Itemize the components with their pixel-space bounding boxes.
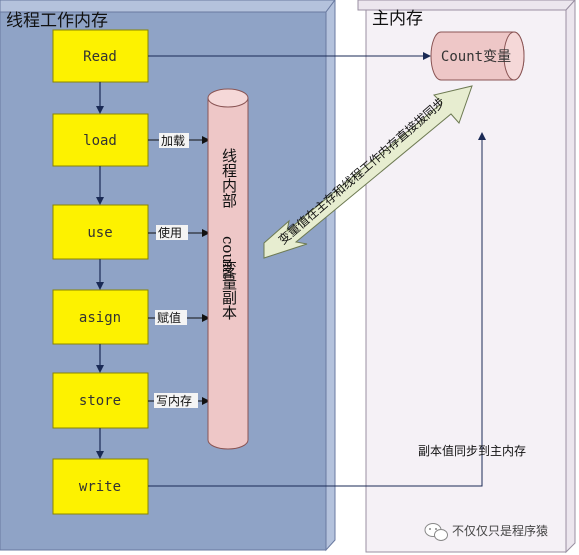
main-count-cylinder: Count变量 — [430, 31, 525, 81]
operation-label: Read — [83, 49, 117, 65]
operation-load: load — [52, 113, 149, 167]
main-count-label: Count变量 — [441, 49, 511, 65]
edge-label-use: 使用 — [158, 225, 182, 240]
edge-label-store: 写内存 — [156, 394, 192, 408]
flow-arrows — [96, 82, 104, 459]
watermark-label: 不仅仅只是程序猿 — [452, 523, 548, 538]
edge-label-asign: 赋值 — [157, 310, 181, 325]
operation-read: Read — [52, 29, 149, 83]
write-to-main-arrow — [148, 132, 486, 487]
edge-load: 加载 — [148, 133, 210, 148]
edge-label-load: 加载 — [161, 134, 185, 148]
operation-label: store — [79, 393, 121, 409]
read-to-main-arrow — [148, 52, 431, 60]
operation-write: write — [52, 458, 149, 515]
main-memory-panel: 主内存 — [357, 0, 576, 554]
thread-copy-cylinder: 线程内部 count 变量副本 — [207, 88, 249, 450]
thread-copy-label: 线程内部 — [220, 148, 238, 208]
write-note-label: 副本值同步到主内存 — [418, 443, 526, 458]
left-panel-front — [0, 11, 327, 551]
left-panel-title: 线程工作内存 — [6, 11, 108, 31]
operation-store: store — [52, 372, 149, 429]
operation-label: load — [83, 133, 117, 149]
thread-working-memory-panel: 线程工作内存 — [0, 0, 336, 552]
wechat-icon — [424, 523, 448, 541]
edge-asign: 赋值 — [148, 310, 210, 325]
left-panel-side-face — [325, 0, 336, 552]
right-panel-side-face — [565, 0, 576, 554]
operation-label: use — [87, 225, 112, 241]
operation-label: write — [79, 479, 121, 495]
edge-store: 写内存 — [148, 393, 210, 408]
operation-asign: asign — [52, 289, 149, 345]
right-panel-title: 主内存 — [372, 9, 423, 29]
thread-copy-var-label: count — [219, 236, 237, 279]
watermark: 不仅仅只是程序猿 — [424, 523, 548, 541]
edge-use: 使用 — [148, 225, 210, 240]
operation-label: asign — [79, 310, 121, 326]
thread-copy-label-2: 变量副本 — [220, 260, 238, 320]
operation-use: use — [52, 204, 149, 260]
